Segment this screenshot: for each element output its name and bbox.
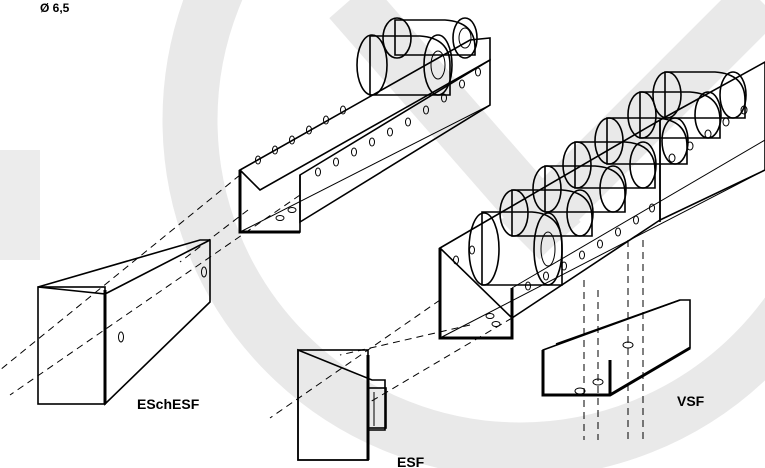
alignment-lines-esf [269,299,513,419]
label-vsf: VSF [677,393,705,409]
upper-roller-conveyor [238,17,491,234]
diameter-label: Ø 6,5 [40,1,70,15]
eschesf-end-cap [37,239,211,406]
lower-rollers [468,71,747,286]
upper-roller-1 [382,17,478,59]
lower-wall-holes [453,105,748,327]
upper-wall-holes [255,67,481,221]
alignment-lines-vsf [583,240,644,440]
esf-end-cap [297,348,387,461]
alignment-lines-eschesf [0,174,301,396]
label-esf: ESF [397,454,425,468]
lower-roller-conveyor [438,61,765,340]
label-eschesf: ESchESF [137,396,200,412]
vsf-connector [541,299,691,397]
